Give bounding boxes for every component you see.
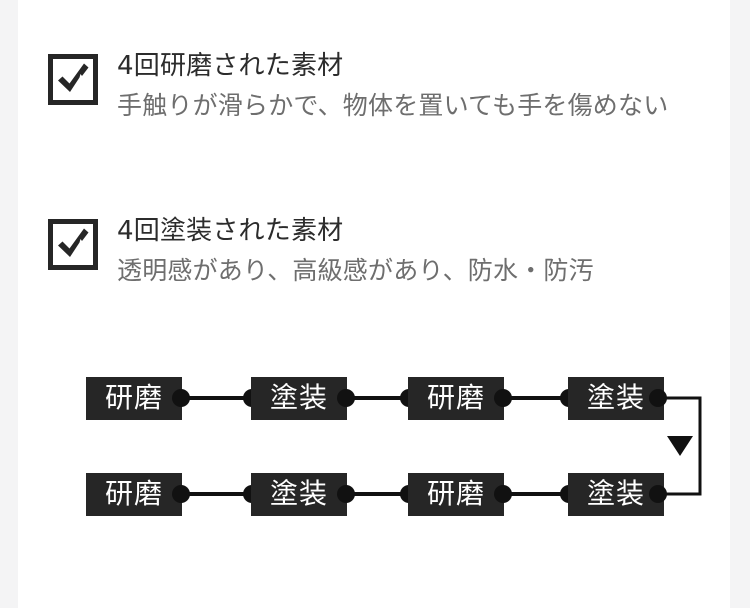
flow-step-label: 塗装	[587, 381, 645, 414]
flow-connector-1-3	[494, 389, 578, 407]
flow-step-label: 研磨	[427, 477, 485, 510]
flow-step-2-3[interactable]: 研磨	[408, 473, 504, 516]
flow-step-label: 塗装	[587, 477, 645, 510]
flow-node-dot	[649, 485, 667, 503]
flow-connector-1-1	[172, 389, 261, 407]
feature-title: 4回研磨された素材	[117, 51, 344, 81]
flow-step-1-4[interactable]: 塗装	[568, 377, 664, 420]
flow-step-2-2[interactable]: 塗装	[251, 473, 347, 516]
flow-step-label: 研磨	[427, 381, 485, 414]
flow-step-1-1[interactable]: 研磨	[86, 377, 182, 420]
checkbox-checked-icon	[48, 54, 98, 105]
flow-step-label: 塗装	[270, 381, 328, 414]
flow-row-2: 研磨 塗装	[86, 473, 667, 516]
flow-step-label: 研磨	[105, 381, 163, 414]
feature-description: 透明感があり、高級感があり、防水・防汚	[117, 256, 594, 285]
wrap-around-connector	[658, 396, 702, 496]
feature-text-1: 4回研磨された素材 手触りが滑らかで、物体を置いても手を傷めない	[117, 46, 668, 126]
feature-description: 手触りが滑らかで、物体を置いても手を傷めない	[117, 91, 669, 120]
flow-step-2-4[interactable]: 塗装	[568, 473, 664, 516]
flow-connector-2-3	[494, 485, 578, 503]
checkbox-checked-icon	[48, 219, 98, 270]
flow-row-1: 研磨 塗装	[86, 377, 667, 420]
flow-step-1-2[interactable]: 塗装	[251, 377, 347, 420]
flow-connector-2-2	[337, 485, 418, 503]
feature-title: 4回塗装された素材	[117, 216, 344, 246]
flow-step-2-1[interactable]: 研磨	[86, 473, 182, 516]
flow-connector-1-2	[337, 389, 418, 407]
flow-node-dot	[649, 389, 667, 407]
content-card: 4回研磨された素材 手触りが滑らかで、物体を置いても手を傷めない 4回塗装された…	[18, 0, 730, 608]
triangle-down-icon	[667, 436, 693, 456]
feature-row-2: 4回塗装された素材 透明感があり、高級感があり、防水・防汚	[48, 211, 594, 291]
flow-step-1-3[interactable]: 研磨	[408, 377, 504, 420]
process-flow-diagram: 研磨 塗装	[18, 360, 750, 530]
feature-text-2: 4回塗装された素材 透明感があり、高級感があり、防水・防汚	[117, 211, 594, 291]
feature-row-1: 4回研磨された素材 手触りが滑らかで、物体を置いても手を傷めない	[48, 46, 668, 126]
flow-connector-2-1	[172, 485, 261, 503]
flow-step-label: 塗装	[270, 477, 328, 510]
flow-step-label: 研磨	[105, 477, 163, 510]
